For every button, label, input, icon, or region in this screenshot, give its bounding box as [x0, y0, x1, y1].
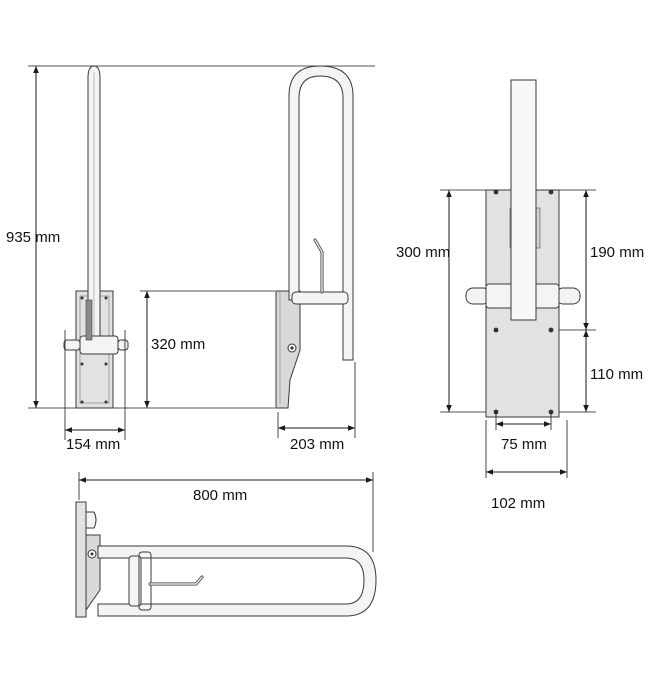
label-total-height: 935 mm — [6, 229, 60, 246]
pivot-center-icon — [290, 346, 294, 350]
label-plate-width-side: 154 mm — [66, 436, 120, 453]
hinge-block — [79, 335, 119, 355]
label-bracket-depth: 203 mm — [290, 436, 344, 453]
top-paper-holder-highlight — [149, 576, 203, 585]
label-plate-height-side: 320 mm — [151, 336, 205, 353]
label-length-top: 800 mm — [193, 487, 247, 504]
screw-icon — [104, 400, 108, 404]
hinge-pin-left — [63, 339, 81, 351]
top-cross-frame — [138, 551, 152, 611]
u-shaped-bar — [288, 65, 354, 361]
front-view — [440, 79, 596, 478]
screw-icon — [493, 327, 499, 333]
top-bracket-knob — [85, 511, 97, 529]
label-front-plate-height: 300 mm — [396, 244, 450, 261]
top-wall-plate — [75, 501, 87, 618]
top-cross-rod — [128, 555, 142, 607]
label-lower-spacing: 110 mm — [590, 366, 643, 383]
screw-icon — [548, 189, 554, 195]
paper-holder-highlight — [314, 239, 323, 293]
screw-icon — [80, 296, 84, 300]
paper-holder-icon — [313, 238, 324, 294]
screw-icon — [548, 327, 554, 333]
screw-icon — [104, 296, 108, 300]
label-front-plate-width: 102 mm — [491, 495, 545, 512]
screw-icon — [104, 362, 108, 366]
top-paper-holder-icon — [148, 575, 204, 586]
front-knob-right — [555, 287, 581, 305]
label-upper-spacing: 190 mm — [590, 244, 644, 261]
screw-icon — [493, 189, 499, 195]
top-pivot-center-icon — [90, 552, 94, 556]
screw-icon — [80, 400, 84, 404]
hinge-lever — [85, 299, 93, 341]
side-view — [28, 65, 375, 440]
hinge-pin-right — [117, 339, 129, 351]
screw-icon — [80, 362, 84, 366]
top-view — [75, 472, 377, 618]
label-hole-spacing: 75 mm — [501, 436, 547, 453]
top-u-bar — [97, 545, 377, 617]
bar-crossbar — [291, 291, 349, 305]
front-tube — [510, 79, 537, 321]
